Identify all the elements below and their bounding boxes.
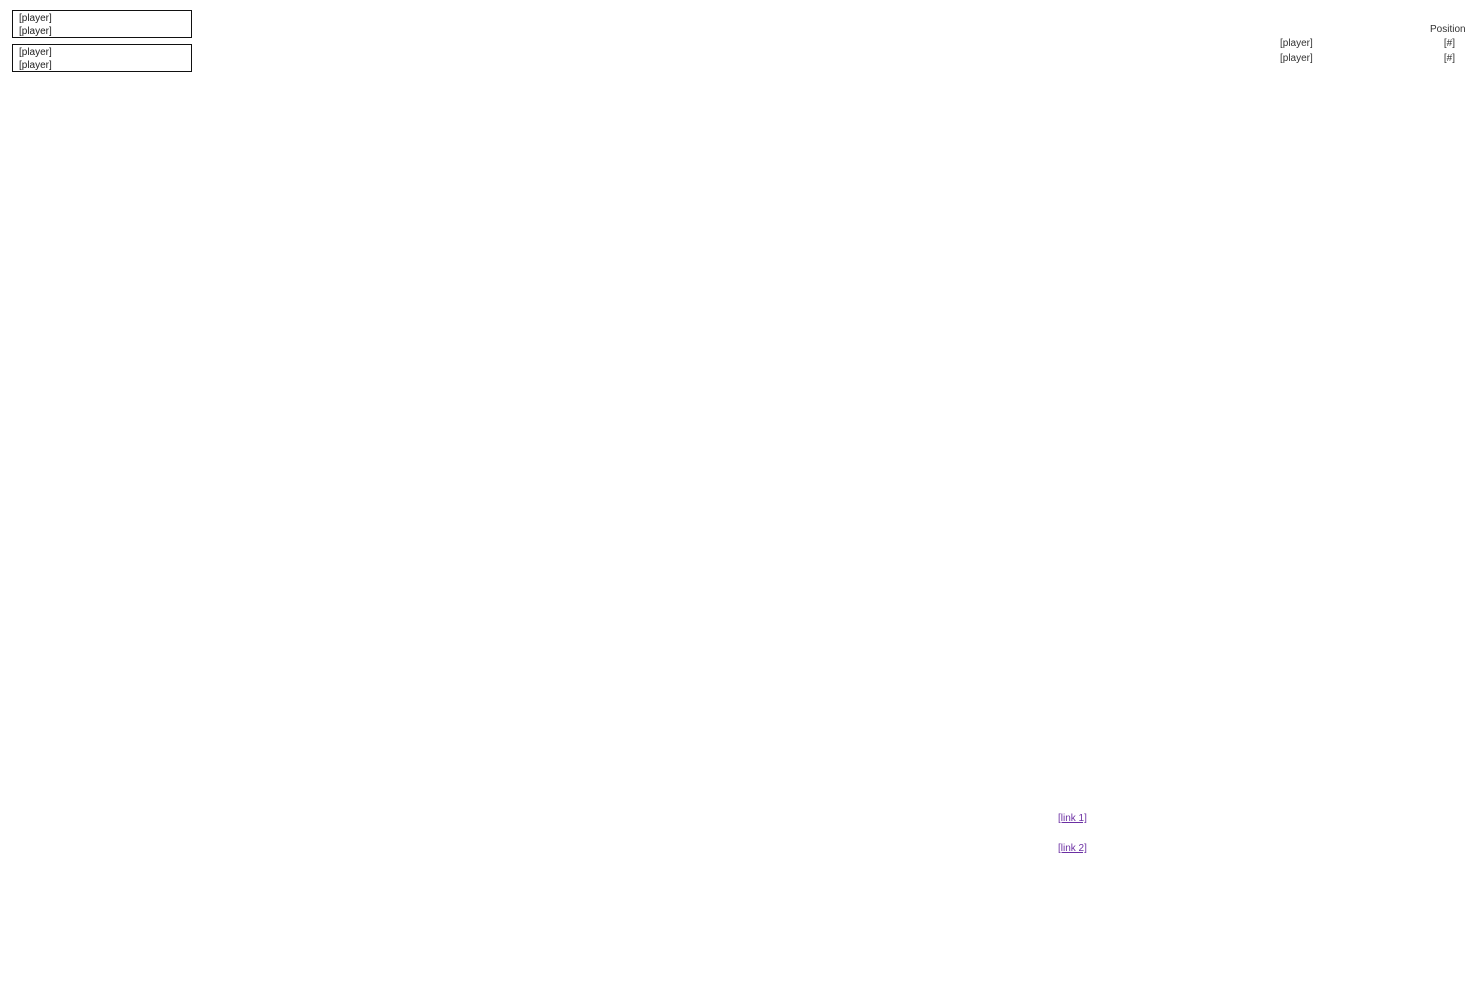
position-header: Position [1430,24,1466,35]
match-player: [player] [19,13,52,24]
results-link-2[interactable]: [link 2] [1058,843,1087,854]
standing-position: [#] [1443,38,1455,49]
standing-position: [#] [1443,53,1455,64]
standing-name: [player] [1280,53,1313,64]
match-player: [player] [19,47,52,58]
match-player: [player] [19,60,52,71]
results-link-1[interactable]: [link 1] [1058,813,1087,824]
standing-row: [player] [#] [1280,38,1470,51]
match-box: [player] [player] [12,10,192,38]
match-player: [player] [19,26,52,37]
standing-name: [player] [1280,38,1313,49]
match-box: [player] [player] [12,44,192,72]
standing-row: [player] [#] [1280,53,1470,66]
